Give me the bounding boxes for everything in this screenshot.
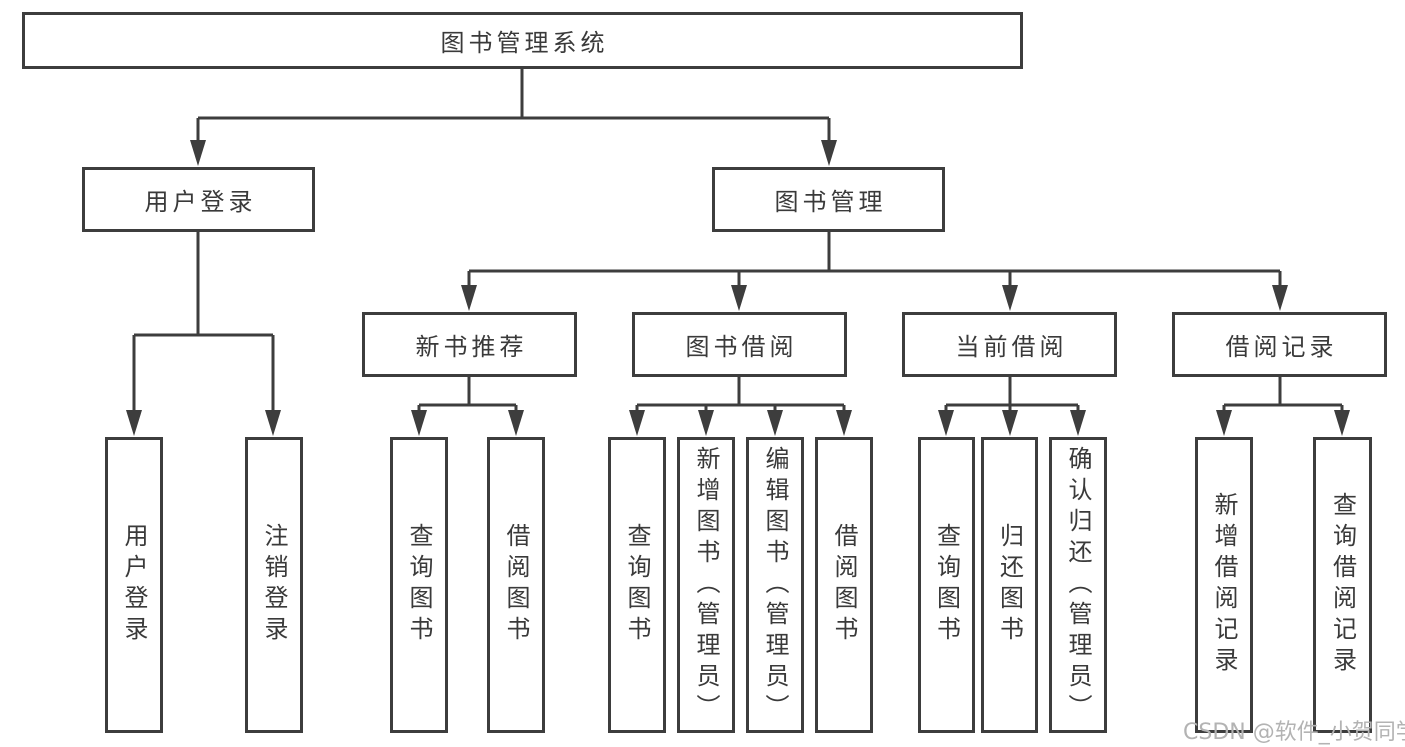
- node-new-book-recommend: 新书推荐: [362, 312, 577, 377]
- leaf-recommend-query-books-label: 查询图书: [405, 523, 433, 647]
- node-book-management-label: 图书管理: [774, 188, 887, 216]
- leaf-add-borrow-record-label: 新增借阅记录: [1210, 492, 1238, 678]
- leaf-borrow-books: 借阅图书: [815, 437, 873, 733]
- leaf-current-query-books-label: 查询图书: [932, 523, 961, 647]
- leaf-edit-books-admin-label: 编辑图书（管理员）: [761, 445, 789, 725]
- node-borrow-record: 借阅记录: [1172, 312, 1387, 377]
- leaf-return-books-label: 归还图书: [995, 523, 1024, 647]
- node-book-borrow: 图书借阅: [632, 312, 847, 377]
- leaf-logout-label: 注销登录: [260, 523, 288, 647]
- leaf-current-query-books: 查询图书: [918, 437, 975, 733]
- node-root-label: 图书管理系统: [440, 29, 609, 57]
- node-book-management: 图书管理: [712, 167, 945, 232]
- leaf-return-books: 归还图书: [981, 437, 1038, 733]
- leaf-logout: 注销登录: [245, 437, 303, 733]
- leaf-edit-books-admin: 编辑图书（管理员）: [746, 437, 804, 733]
- leaf-confirm-return-admin: 确认归还（管理员）: [1049, 437, 1107, 733]
- leaf-user-login-label: 用户登录: [120, 523, 148, 647]
- leaf-query-borrow-record: 查询借阅记录: [1313, 437, 1372, 733]
- leaf-recommend-query-books: 查询图书: [390, 437, 448, 733]
- node-new-book-recommend-label: 新书推荐: [415, 333, 528, 361]
- leaf-add-borrow-record: 新增借阅记录: [1195, 437, 1253, 733]
- node-current-borrow-label: 当前借阅: [955, 333, 1068, 361]
- node-borrow-record-label: 借阅记录: [1225, 333, 1338, 361]
- leaf-add-books-admin-label: 新增图书（管理员）: [692, 445, 720, 725]
- leaf-borrow-query-books: 查询图书: [608, 437, 666, 733]
- leaf-borrow-books-label: 借阅图书: [830, 523, 858, 647]
- node-book-borrow-label: 图书借阅: [685, 333, 798, 361]
- leaf-recommend-borrow-books: 借阅图书: [487, 437, 545, 733]
- leaf-query-borrow-record-label: 查询借阅记录: [1328, 492, 1357, 678]
- node-user-login-label: 用户登录: [144, 188, 257, 216]
- leaf-confirm-return-admin-label: 确认归还（管理员）: [1064, 445, 1092, 725]
- leaf-add-books-admin: 新增图书（管理员）: [677, 437, 735, 733]
- leaf-borrow-query-books-label: 查询图书: [623, 523, 651, 647]
- csdn-watermark: CSDN @软件_小贺同学: [1183, 720, 1405, 745]
- node-root: 图书管理系统: [22, 12, 1023, 69]
- node-current-borrow: 当前借阅: [902, 312, 1117, 377]
- leaf-user-login: 用户登录: [105, 437, 163, 733]
- leaf-recommend-borrow-books-label: 借阅图书: [502, 523, 530, 647]
- node-user-login: 用户登录: [82, 167, 315, 232]
